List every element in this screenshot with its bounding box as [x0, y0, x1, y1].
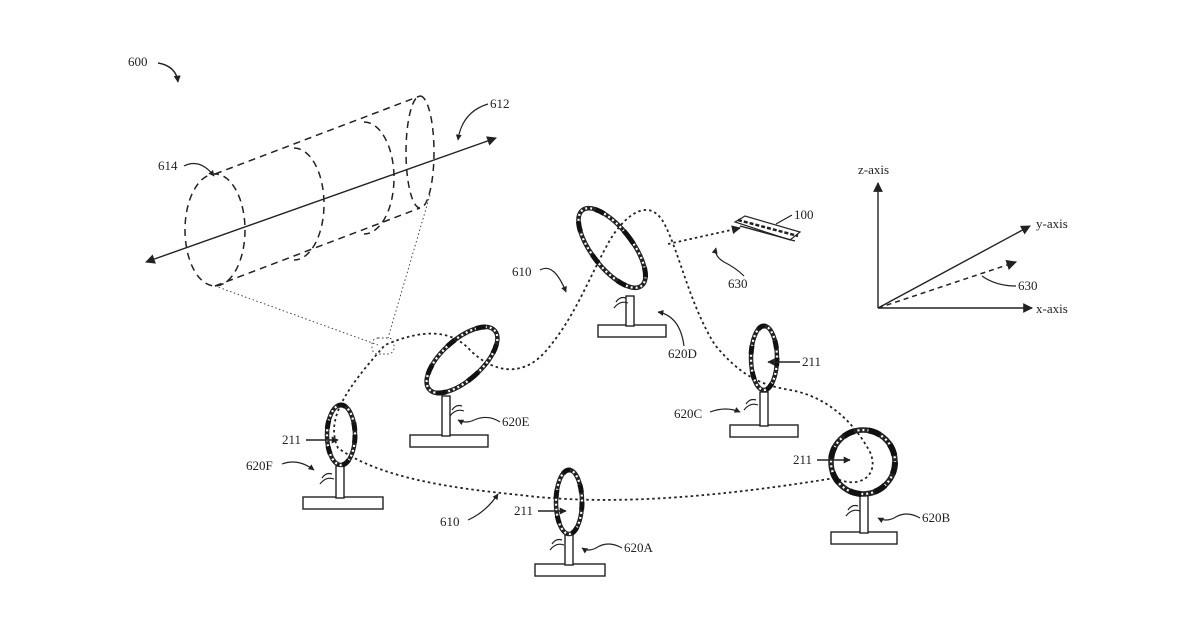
- gate-620A: 211 620A: [514, 470, 654, 576]
- label-610-top: 610: [512, 264, 532, 279]
- arrow-620A: [582, 544, 622, 550]
- label-211-A: 211: [514, 503, 533, 518]
- gate-620F-post: [336, 466, 344, 498]
- label-630-axes: 630: [1018, 278, 1038, 293]
- figure-ref-600: 600: [128, 54, 178, 82]
- arrow-620B: [878, 514, 920, 520]
- cylinder-section-2: [364, 122, 394, 234]
- gate-620A-ring: [556, 470, 582, 534]
- arrow-630-drone: [716, 248, 744, 276]
- arrow-610-top: [540, 268, 566, 292]
- gate-620C: 211 620C: [674, 326, 821, 437]
- gate-620C-post: [760, 392, 768, 426]
- flight-path-610: [334, 210, 873, 500]
- arrow-620E: [458, 417, 500, 422]
- gate-620D-ring: [567, 198, 658, 298]
- label-211-B: 211: [793, 452, 812, 467]
- arrow-612: [458, 104, 488, 140]
- label-612: 612: [490, 96, 510, 111]
- gate-620A-base: [535, 564, 605, 576]
- flight-path-to-drone: [668, 228, 740, 244]
- gate-620E-post: [442, 396, 450, 436]
- vector-630: [878, 262, 1016, 308]
- gate-620E-sensor-icon: [450, 406, 464, 417]
- gate-620E-base: [410, 435, 488, 447]
- gate-620A-sensor-icon: [550, 540, 564, 551]
- gate-620D-post: [626, 296, 634, 326]
- label-211-C: 211: [802, 354, 821, 369]
- ref-612: 612: [458, 96, 510, 140]
- label-610-bottom: 610: [440, 514, 460, 529]
- gate-620C-ring: [751, 326, 777, 390]
- label-630-drone: 630: [728, 276, 748, 291]
- ref-630-drone: 630: [716, 248, 748, 291]
- cylinder-edge-top: [215, 96, 420, 174]
- drone-100: 100: [735, 207, 814, 241]
- arrow-600: [158, 63, 178, 82]
- gate-620D-base: [598, 325, 666, 337]
- ref-610-bottom: 610: [440, 494, 498, 529]
- x-axis-label: x-axis: [1036, 301, 1068, 316]
- gate-620B-ring: [831, 430, 895, 494]
- projection-line-bottom: [215, 286, 378, 345]
- gate-620E: 620E: [410, 316, 530, 447]
- y-axis-label: y-axis: [1036, 216, 1068, 231]
- gate-620B-sensor-icon: [846, 506, 860, 517]
- z-axis-label: z-axis: [858, 162, 889, 177]
- label-100: 100: [794, 207, 814, 222]
- gate-620A-post: [565, 533, 573, 565]
- leader-100: [776, 215, 792, 224]
- gate-620B-base: [831, 532, 897, 544]
- label-614: 614: [158, 158, 178, 173]
- label-620A: 620A: [624, 540, 654, 555]
- label-600: 600: [128, 54, 148, 69]
- leader-630-axes: [982, 276, 1016, 286]
- gate-620C-sensor-icon: [744, 400, 758, 411]
- label-620C: 620C: [674, 406, 702, 421]
- ref-610-top: 610: [512, 264, 566, 292]
- gate-620F-base: [303, 497, 383, 509]
- gate-620F: 211 620F: [246, 405, 383, 509]
- gate-620F-sensor-icon: [320, 474, 334, 485]
- label-620B: 620B: [922, 510, 951, 525]
- gate-620B-post: [860, 494, 868, 533]
- cylinder-614: [146, 96, 496, 286]
- projection-line-top: [388, 195, 430, 338]
- arrow-614: [184, 164, 214, 176]
- gate-620D: 620D: [567, 198, 697, 361]
- arrow-610-bottom: [468, 494, 498, 520]
- projection-lines: [215, 195, 430, 354]
- ref-614: 614: [158, 158, 214, 176]
- coordinate-axes: z-axis y-axis x-axis 630: [858, 162, 1068, 316]
- gate-620F-ring: [327, 405, 355, 465]
- gate-620B: 211 620B: [793, 430, 951, 544]
- label-211-F: 211: [282, 432, 301, 447]
- label-620D: 620D: [668, 346, 697, 361]
- label-620F: 620F: [246, 458, 273, 473]
- label-620E: 620E: [502, 414, 530, 429]
- cylinder-end-back: [406, 96, 434, 208]
- axis-612-line: [146, 138, 496, 262]
- arrow-620C: [710, 409, 740, 412]
- cylinder-edge-bottom: [215, 208, 420, 286]
- y-axis-line: [878, 226, 1030, 308]
- arrow-620F: [282, 462, 314, 470]
- gate-620E-ring: [416, 316, 508, 405]
- gate-620C-base: [730, 425, 798, 437]
